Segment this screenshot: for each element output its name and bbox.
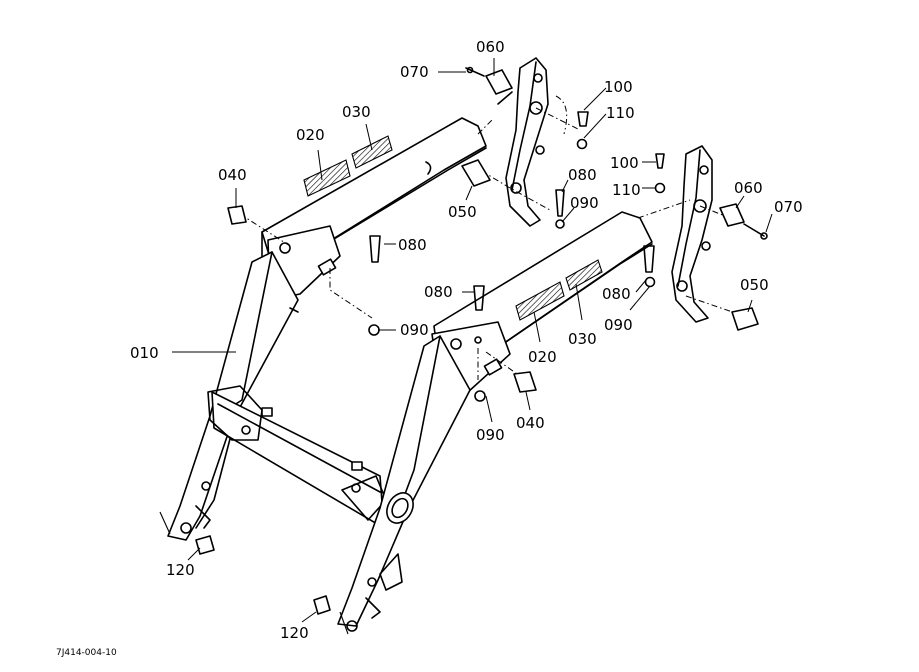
leader-lines: [172, 58, 773, 623]
drawing-code: 7J414-004-10: [56, 648, 117, 658]
callout-020-right: 020: [528, 348, 557, 366]
callout-110-right: 110: [612, 181, 641, 199]
callout-050-top: 050: [448, 203, 477, 221]
callout-080-right: 080: [602, 285, 631, 303]
right-mount-bracket: [671, 145, 713, 323]
callout-080-left: 080: [398, 236, 427, 254]
callout-030-left: 030: [342, 103, 371, 121]
right-boom-arm: [337, 211, 653, 635]
callout-090-left: 090: [400, 321, 429, 339]
decals: [303, 135, 603, 321]
callout-100-right: 100: [610, 154, 639, 172]
callout-090-mid: 090: [476, 426, 505, 444]
callout-050-right: 050: [740, 276, 769, 294]
callout-040-mid: 040: [516, 414, 545, 432]
callout-020-left: 020: [296, 126, 325, 144]
callout-labels: 010 020 030 040 050 060 070 080 090 100 …: [56, 38, 803, 658]
callout-120-bottom: 120: [280, 624, 309, 642]
callout-070-top: 070: [400, 63, 429, 81]
callout-080-mid: 080: [424, 283, 453, 301]
callout-040-left: 040: [218, 166, 247, 184]
left-boom-arm: [159, 117, 487, 541]
callout-030-right: 030: [568, 330, 597, 348]
callout-010: 010: [130, 344, 159, 362]
callout-090-right: 090: [604, 316, 633, 334]
callout-100-top: 100: [604, 78, 633, 96]
top-mount-bracket: [497, 57, 568, 227]
hardware: [195, 66, 768, 615]
callout-060-right: 060: [734, 179, 763, 197]
callout-060-top: 060: [476, 38, 505, 56]
callout-070-right: 070: [774, 198, 803, 216]
callout-110-top: 110: [606, 104, 635, 122]
callout-090-top: 090: [570, 194, 599, 212]
callout-120-left: 120: [166, 561, 195, 579]
callout-080-top: 080: [568, 166, 597, 184]
